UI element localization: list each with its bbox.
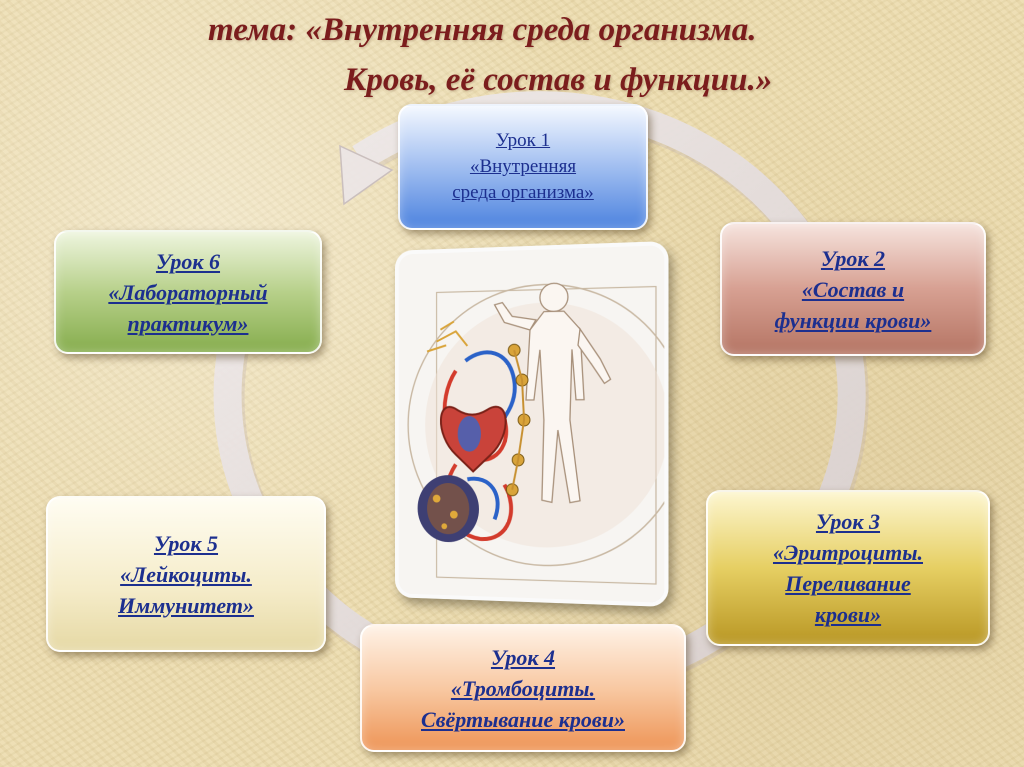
lesson-2-title-line-1: «Состав и xyxy=(801,276,905,302)
lesson-6-title-line-1: «Лабораторный xyxy=(108,279,268,305)
lesson-1-title-line-2: среда организма» xyxy=(452,182,594,203)
lesson-3-title-line-1: «Эритроциты. xyxy=(772,540,923,565)
lesson-2-title-line-2: функции крови» xyxy=(774,307,932,333)
lesson-6-title-line-2: практикум» xyxy=(127,310,249,336)
lesson-5-title-line-1: «Лейкоциты. xyxy=(120,561,252,587)
lesson-6-number: Урок 6 xyxy=(155,248,221,274)
lesson-5-number: Урок 5 xyxy=(153,530,219,556)
lesson-3-title-line-2: Переливание xyxy=(785,571,911,596)
circulatory-system-image xyxy=(394,240,669,608)
lesson-5-card[interactable]: Урок 5 «Лейкоциты. Иммунитет» xyxy=(46,496,326,652)
lesson-4-card[interactable]: Урок 4 «Тромбоциты. Свёртывание крови» xyxy=(360,624,686,752)
lesson-1-card[interactable]: Урок 1 «Внутренняя среда организма» xyxy=(398,104,648,230)
topic-title-line-1: тема: «Внутренняя среда организма. xyxy=(208,12,757,48)
lesson-2-card[interactable]: Урок 2 «Состав и функции крови» xyxy=(720,222,986,356)
lesson-3-title-line-3: крови» xyxy=(814,602,882,627)
lesson-2-number: Урок 2 xyxy=(820,245,886,271)
lesson-4-title-line-2: Свёртывание крови» xyxy=(421,706,625,732)
lesson-4-title-line-1: «Тромбоциты. xyxy=(450,675,596,701)
lesson-3-number: Урок 3 xyxy=(815,509,881,534)
lesson-5-title-line-2: Иммунитет» xyxy=(118,592,254,618)
lesson-1-number: Урок 1 xyxy=(495,130,551,151)
lesson-3-card[interactable]: Урок 3 «Эритроциты. Переливание крови» xyxy=(706,490,990,646)
lesson-4-number: Урок 4 xyxy=(490,644,556,670)
lesson-1-title-line-1: «Внутренняя xyxy=(469,156,577,177)
lesson-6-card[interactable]: Урок 6 «Лабораторный практикум» xyxy=(54,230,322,354)
